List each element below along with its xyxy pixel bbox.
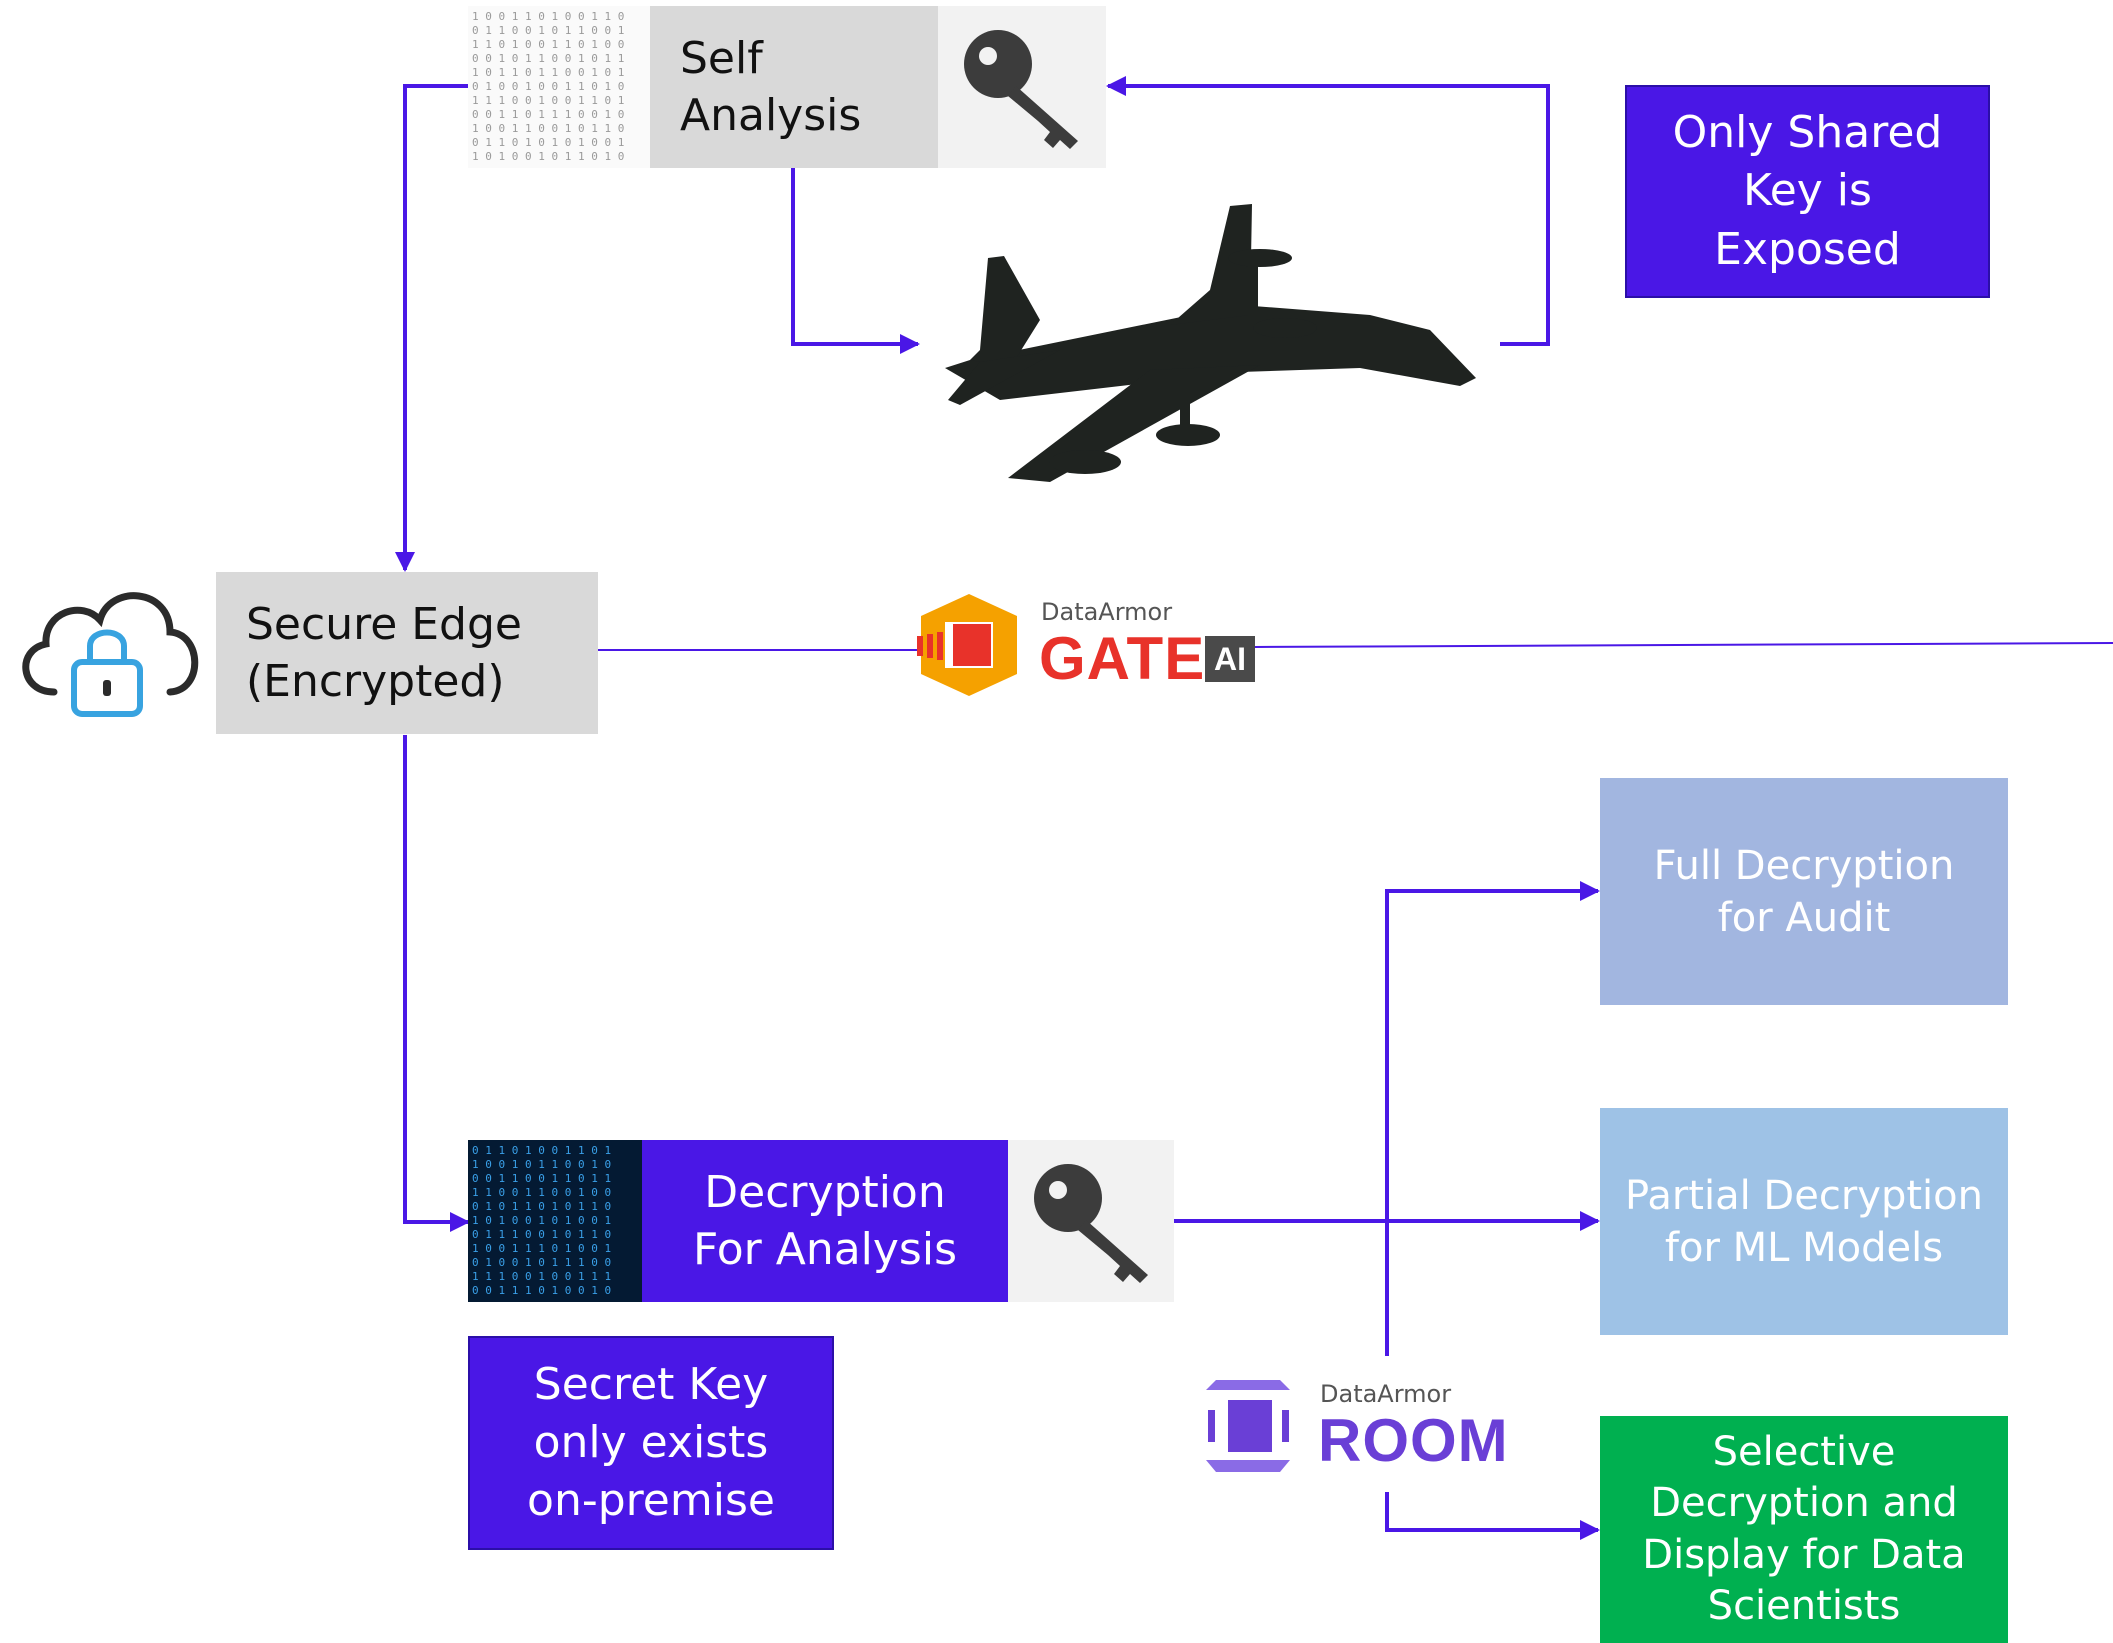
- secure-edge-box: Secure Edge (Encrypted): [216, 572, 598, 734]
- self-analysis-box: Self Analysis: [650, 6, 938, 168]
- decryption-for-analysis-box: Decryption For Analysis: [642, 1140, 1008, 1302]
- gate-logo-mark-icon: [917, 594, 1017, 696]
- svg-text:0 1 0 0 1 0 0 1 1 0 1 0: 0 1 0 0 1 0 0 1 1 0 1 0: [472, 80, 624, 93]
- svg-text:1 0 0 1 1 1 0 1 0 0 1: 1 0 0 1 1 1 0 1 0 0 1: [472, 1242, 611, 1255]
- airplane-icon: [940, 200, 1480, 500]
- room-brand-text: DataArmor: [1320, 1380, 1452, 1408]
- svg-text:0 0 1 1 0 0 1 1 0 1 1: 0 0 1 1 0 0 1 1 0 1 1: [472, 1172, 611, 1185]
- svg-text:0 1 1 0 1 0 1 0 1 0 0 1: 0 1 1 0 1 0 1 0 1 0 0 1: [472, 136, 624, 149]
- only-shared-key-box: Only Shared Key is Exposed: [1625, 85, 1990, 298]
- gate-ai-badge: AI: [1205, 636, 1255, 682]
- svg-text:1 1 1 0 0 1 0 0 1 1 0 1: 1 1 1 0 0 1 0 0 1 1 0 1: [472, 94, 624, 107]
- gate-logo: DataArmor GATE AI: [917, 590, 1257, 700]
- svg-text:0 1 0 1 1 0 1 0 1 1 0: 0 1 0 1 1 0 1 0 1 1 0: [472, 1200, 611, 1213]
- matrix-data-icon: 0 1 1 0 1 0 0 1 1 0 1 1 0 0 1 0 1 1 0 0 …: [468, 1140, 642, 1302]
- svg-text:1 1 1 0 0 1 0 0 1 1 1: 1 1 1 0 0 1 0 0 1 1 1: [472, 1270, 611, 1283]
- cloud-lock-icon: [10, 580, 205, 730]
- key-icon: [938, 6, 1106, 168]
- selective-decryption-box: Selective Decryption and Display for Dat…: [1600, 1416, 2008, 1643]
- secret-key-box: Secret Key only exists on-premise: [468, 1336, 834, 1550]
- full-decryption-box: Full Decryption for Audit: [1600, 778, 2008, 1005]
- svg-text:0 1 0 0 1 0 1 1 1 0 0: 0 1 0 0 1 0 1 1 1 0 0: [472, 1256, 611, 1269]
- binary-data-icon: 1 0 0 1 1 0 1 0 0 1 1 0 0 1 1 0 0 1 0 1 …: [468, 6, 650, 168]
- room-logo-mark-icon: [1206, 1380, 1290, 1472]
- svg-text:0 0 1 0 1 1 0 0 1 0 1 1: 0 0 1 0 1 1 0 0 1 0 1 1: [472, 52, 624, 65]
- svg-text:0 0 1 1 1 0 1 0 0 1 0: 0 0 1 1 1 0 1 0 0 1 0: [472, 1284, 611, 1297]
- gate-name-text: GATE: [1039, 625, 1206, 692]
- svg-text:1 0 1 1 0 1 1 0 0 1 0 1: 1 0 1 1 0 1 1 0 0 1 0 1: [472, 66, 624, 79]
- svg-text:1 0 0 1 1 0 1 0 0 1 1 0: 1 0 0 1 1 0 1 0 0 1 1 0: [472, 10, 624, 23]
- gate-brand-text: DataArmor: [1041, 598, 1173, 626]
- svg-text:1 1 0 1 0 0 1 1 0 1 0 0: 1 1 0 1 0 0 1 1 0 1 0 0: [472, 38, 624, 51]
- room-logo: DataArmor ROOM: [1198, 1370, 1508, 1480]
- svg-text:1 0 1 0 0 1 0 1 1 0 1 0: 1 0 1 0 0 1 0 1 1 0 1 0: [472, 150, 624, 163]
- partial-decryption-box: Partial Decryption for ML Models: [1600, 1108, 2008, 1335]
- svg-text:0 1 1 0 0 1 0 1 1 0 0 1: 0 1 1 0 0 1 0 1 1 0 0 1: [472, 24, 624, 37]
- svg-text:1 0 0 1 0 1 1 0 0 1 0: 1 0 0 1 0 1 1 0 0 1 0: [472, 1158, 611, 1171]
- svg-text:1 0 1 0 0 1 0 1 0 0 1: 1 0 1 0 0 1 0 1 0 0 1: [472, 1214, 611, 1227]
- svg-text:0 0 1 1 0 1 1 1 0 0 1 0: 0 0 1 1 0 1 1 1 0 0 1 0: [472, 108, 624, 121]
- svg-text:0 1 1 0 1 0 0 1 1 0 1: 0 1 1 0 1 0 0 1 1 0 1: [472, 1144, 611, 1157]
- room-name-text: ROOM: [1318, 1407, 1509, 1474]
- svg-text:0 1 1 1 0 0 1 0 1 1 0: 0 1 1 1 0 0 1 0 1 1 0: [472, 1228, 611, 1241]
- svg-text:1 1 0 0 1 1 0 0 1 0 0: 1 1 0 0 1 1 0 0 1 0 0: [472, 1186, 611, 1199]
- svg-text:1 0 0 1 1 0 0 1 0 1 1 0: 1 0 0 1 1 0 0 1 0 1 1 0: [472, 122, 624, 135]
- key-icon: [1008, 1140, 1174, 1302]
